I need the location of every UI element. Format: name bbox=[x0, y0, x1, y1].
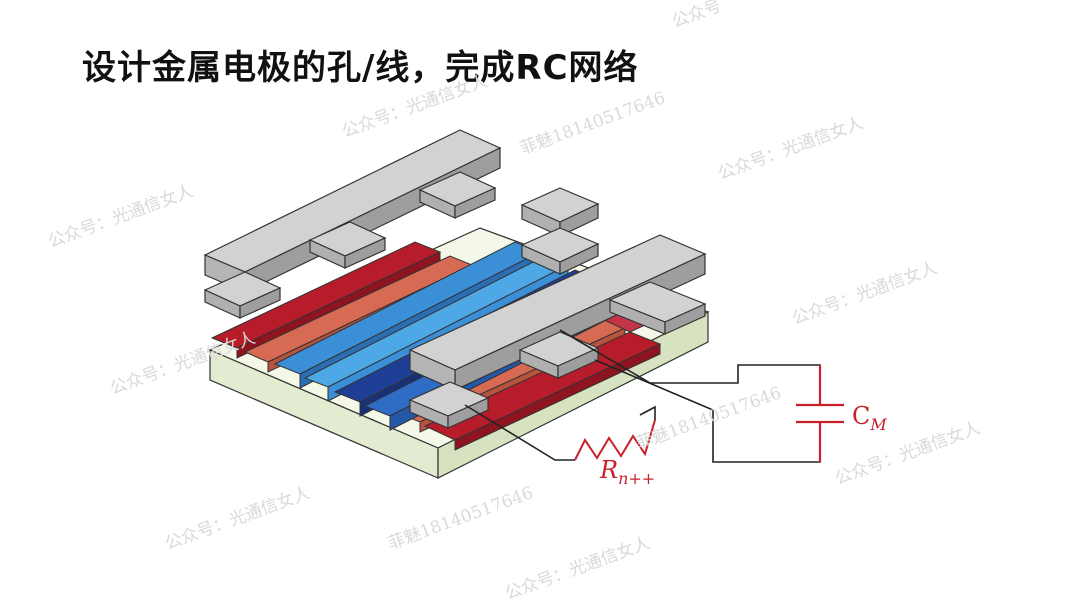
resistor-wire-left bbox=[464, 404, 575, 461]
resistor-wire-right bbox=[639, 405, 656, 420]
metal-electrodes bbox=[203, 129, 707, 429]
resistor-label-main: R bbox=[599, 456, 618, 484]
capacitor-label-main: C bbox=[852, 402, 870, 430]
capacitor-symbol bbox=[796, 365, 844, 462]
resistor-label: Rn++ bbox=[599, 456, 655, 488]
resistor-zigzag bbox=[574, 419, 656, 461]
capacitor-label: CM bbox=[852, 402, 887, 434]
slide-title: 设计金属电极的孔/线，完成RC网络 bbox=[82, 48, 639, 88]
capacitor-label-sub: M bbox=[869, 415, 887, 434]
resistor-label-sub: n++ bbox=[618, 469, 655, 488]
